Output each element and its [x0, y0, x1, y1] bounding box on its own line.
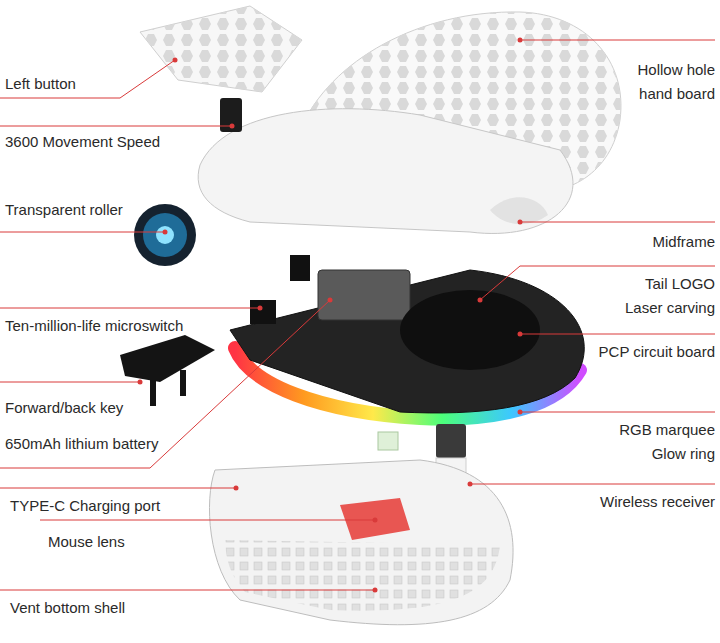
side-key-leg: [180, 370, 186, 396]
leader-dot: [138, 380, 143, 385]
left-button-holes: [140, 6, 302, 92]
leader-dots: [138, 38, 523, 593]
part-label: Midframe: [560, 230, 715, 254]
leader-dot: [234, 486, 239, 491]
leader-dot: [478, 298, 483, 303]
leader-line: [520, 412, 715, 413]
part-label: Hollow hole hand board: [615, 58, 715, 106]
microswitch: [250, 300, 276, 324]
midframe-opening: [490, 197, 548, 224]
leader-dot: [373, 518, 378, 523]
mouse-lens-part: [340, 498, 410, 540]
part-label: 3600 Movement Speed: [5, 130, 225, 154]
leader-line: [0, 308, 260, 309]
leader-dot: [373, 588, 378, 593]
battery-block: [318, 270, 410, 320]
bottom-shell-part: [209, 460, 513, 625]
scroll-wheel: [134, 204, 196, 266]
part-label: Vent bottom shell: [10, 596, 230, 620]
midframe-part: [198, 109, 573, 234]
leader-dot: [518, 38, 523, 43]
left-button-part: [140, 6, 302, 92]
wheel-hub: [156, 226, 174, 244]
connector-piece: [378, 432, 398, 450]
side-key-leg: [150, 378, 156, 406]
leader-lines: [0, 40, 715, 590]
part-label: Ten-million-life microswitch: [5, 314, 265, 338]
part-label: Transparent roller: [5, 198, 205, 222]
leader-dot: [518, 332, 523, 337]
leader-line: [470, 484, 715, 485]
part-label: Wireless receiver: [545, 490, 715, 514]
leader-line: [520, 40, 715, 41]
part-label: Left button: [5, 72, 205, 96]
leader-line: [0, 488, 236, 489]
leader-dot: [468, 482, 473, 487]
leader-line: [0, 126, 232, 127]
dome-part: [400, 290, 540, 370]
side-key-part: [120, 335, 215, 382]
leader-line: [0, 382, 140, 383]
leader-dot: [518, 220, 523, 225]
microswitch-2: [290, 255, 310, 281]
leader-dot: [173, 58, 178, 63]
leader-dot: [258, 306, 263, 311]
leader-dot: [163, 230, 168, 235]
sensor-chip: [220, 98, 242, 132]
leader-line: [40, 520, 375, 521]
part-label: Mouse lens: [48, 530, 208, 554]
wireless-receiver: [436, 424, 466, 458]
leader-line: [520, 334, 715, 335]
wheel-rim: [143, 213, 187, 257]
part-label: TYPE-C Charging port: [10, 494, 240, 518]
part-label: Tail LOGO Laser carving: [605, 272, 715, 320]
leader-dot: [328, 298, 333, 303]
leader-dot: [230, 124, 235, 129]
leader-line: [0, 300, 330, 468]
bottom-shell-vents: [225, 540, 500, 611]
leader-dot: [518, 410, 523, 415]
leader-line: [0, 232, 165, 233]
part-label: 650mAh lithium battery: [5, 432, 235, 456]
part-label: PCP circuit board: [545, 340, 715, 364]
part-label: Forward/back key: [5, 396, 205, 420]
leader-line: [0, 590, 375, 591]
part-label: RGB marquee Glow ring: [610, 418, 715, 466]
circuit-board: [230, 270, 584, 413]
leader-line: [520, 222, 715, 223]
